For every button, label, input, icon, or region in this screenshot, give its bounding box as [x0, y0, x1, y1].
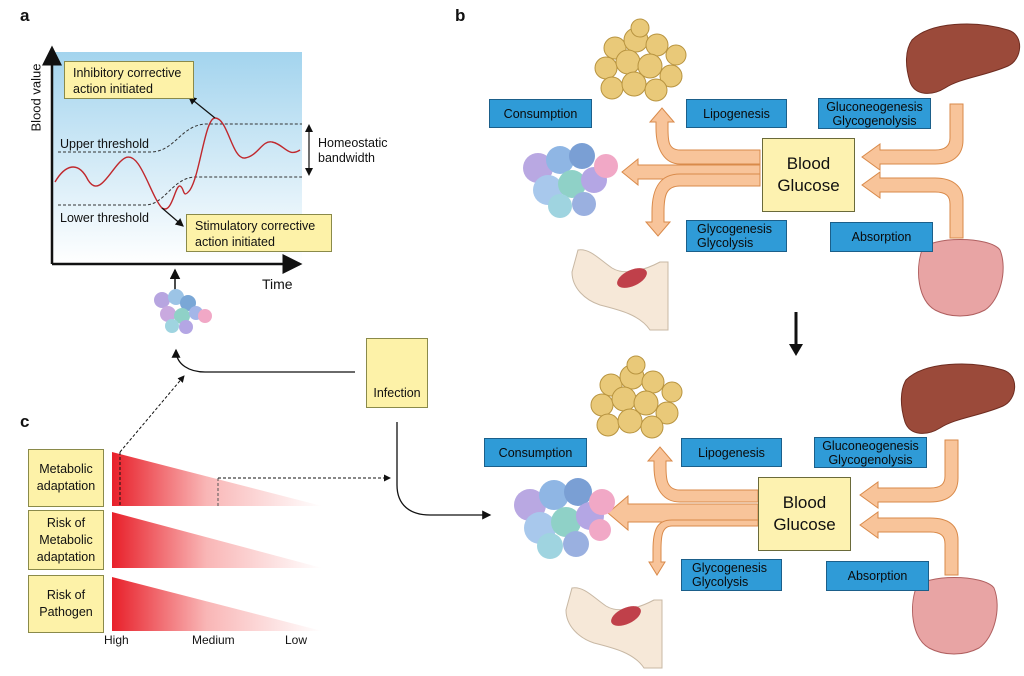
arm-illustration-top — [571, 249, 669, 331]
immune-cells-small — [154, 289, 212, 334]
orange-arrows-top — [621, 103, 964, 239]
infection-box: Infection — [366, 338, 428, 408]
absorption-box-top: Absorption — [830, 222, 933, 252]
wedge-risk-metabolic — [112, 512, 322, 568]
inhibitory-pointer — [188, 96, 216, 119]
axis-high: High — [104, 633, 129, 647]
stimulatory-line1: Stimulatory corrective — [195, 219, 316, 233]
x-axis-label: Time — [262, 276, 293, 292]
liver-illustration-bottom — [900, 363, 1016, 434]
panel-label-b: b — [455, 6, 466, 25]
upper-threshold-label: Upper threshold — [60, 137, 149, 151]
intestine-illustration-top — [917, 239, 1004, 317]
lower-threshold-label: Lower threshold — [60, 211, 149, 225]
infection-to-cells-path — [171, 348, 355, 373]
consumption-box-top: Consumption — [489, 99, 592, 128]
homeostatic-line1: Homeostatic — [318, 136, 388, 150]
stimulatory-line2: action initiated — [195, 235, 275, 249]
immune-cells-illustration-bottom — [514, 478, 615, 559]
lower-threshold-line — [58, 176, 302, 206]
wedge-metabolic-adaptation — [112, 452, 322, 506]
absorption-box-bottom: Absorption — [826, 561, 929, 591]
orange-arrows-bottom — [607, 439, 959, 576]
adipose-tissue-illustration-bottom — [590, 355, 683, 439]
lipogenesis-box-top: Lipogenesis — [686, 99, 787, 128]
intestine-illustration-bottom — [911, 577, 998, 655]
panel-label-a: a — [20, 6, 30, 25]
homeostatic-label: Homeostatic bandwidth — [318, 136, 387, 166]
high-to-cells-dashed — [119, 375, 185, 453]
adipose-tissue-illustration-top — [594, 18, 687, 102]
panel-label-c: c — [20, 412, 30, 431]
inhibitory-callout: Inhibitory corrective action initiated — [64, 61, 194, 99]
wedge-risk-pathogen — [112, 577, 322, 631]
infection-to-b-path — [396, 422, 492, 520]
blood-value-curve — [54, 117, 301, 210]
y-axis-label: Blood value — [28, 63, 44, 132]
liver-illustration-top — [906, 23, 1021, 94]
axis-low: Low — [285, 633, 308, 647]
stimulatory-pointer — [161, 207, 184, 227]
homeostatic-line2: bandwidth — [318, 151, 375, 165]
lipogenesis-box-bottom: Lipogenesis — [681, 438, 782, 467]
immune-cells-illustration-top — [523, 143, 618, 218]
consumption-box-bottom: Consumption — [484, 438, 587, 467]
stimulatory-callout: Stimulatory corrective action initiated — [186, 214, 332, 252]
axis-medium: Medium — [192, 633, 235, 647]
infection-label: Infection — [373, 386, 421, 400]
inhibitory-line2: action initiated — [73, 82, 153, 96]
arm-illustration-bottom — [565, 587, 663, 669]
inhibitory-line1: Inhibitory corrective — [73, 66, 182, 80]
